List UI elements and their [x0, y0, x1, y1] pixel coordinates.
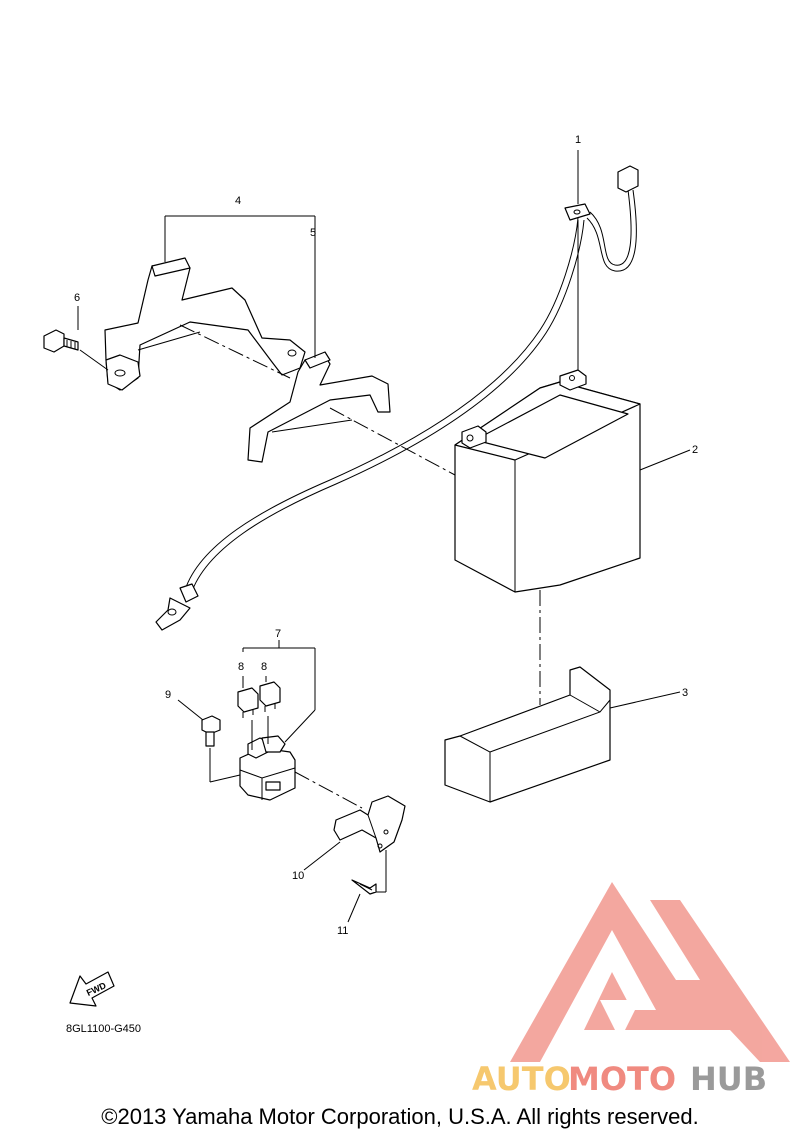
- bracket-10: [333, 795, 406, 853]
- leaders-top-left: [77, 215, 456, 476]
- callout-2: 2: [692, 444, 698, 456]
- copyright-text: ©2013 Yamaha Motor Corporation, U.S.A. A…: [101, 1104, 698, 1129]
- bracket-4: [104, 257, 306, 391]
- watermark-part-hub: HUB: [690, 1060, 767, 1098]
- diagram-code: 8GL1100-G450: [66, 1023, 141, 1035]
- battery-cover-3: [444, 666, 611, 803]
- callout-7: 7: [275, 628, 281, 640]
- bracket-5: [247, 351, 391, 463]
- fuse-8b: [259, 681, 281, 712]
- watermark-wordmark: AUTO MOTO HUB: [472, 1060, 767, 1098]
- wire-lead-1: [155, 150, 639, 631]
- leader-11: [347, 893, 361, 923]
- callout-3: 3: [682, 687, 688, 699]
- leader-10: [303, 841, 341, 871]
- watermark-part-auto: AUTO: [472, 1060, 571, 1098]
- callout-6: 6: [74, 292, 80, 304]
- callout-4: 4: [235, 195, 241, 207]
- callout-8-right: 8: [261, 661, 267, 673]
- callout-1: 1: [575, 134, 581, 146]
- fwd-arrow-icon: FWD: [69, 971, 115, 1007]
- watermark-logo: [510, 882, 790, 1062]
- bolt-9: [201, 715, 221, 747]
- callout-8-left: 8: [238, 661, 244, 673]
- callout-9: 9: [165, 689, 171, 701]
- leaders-relay: [177, 640, 363, 809]
- starter-relay-7: [239, 735, 296, 801]
- callout-11: 11: [337, 925, 348, 937]
- fuse-8a: [237, 687, 259, 718]
- battery-2: [454, 369, 641, 593]
- watermark-part-moto: MOTO: [568, 1060, 676, 1098]
- leader-3: [609, 691, 681, 709]
- callout-5: 5: [310, 227, 316, 239]
- callout-10: 10: [292, 870, 304, 882]
- clip-11: [351, 879, 377, 895]
- leader-2: [639, 449, 691, 471]
- bolt-6: [43, 329, 79, 353]
